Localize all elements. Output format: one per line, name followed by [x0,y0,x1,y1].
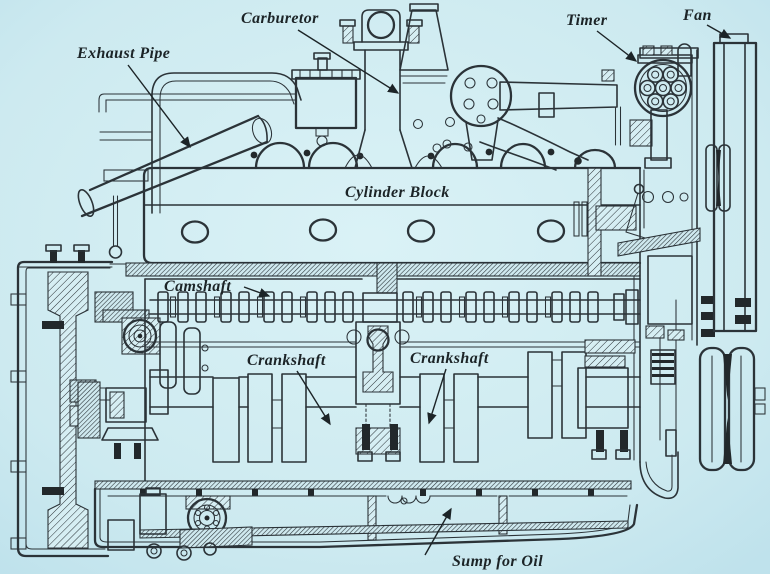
label-camshaft: Camshaft [164,278,231,295]
carburetor-assembly [291,3,473,169]
hot-spot-flange [449,64,513,128]
labels: Exhaust Pipe Carburetor Timer Fan Cylind… [76,7,732,570]
label-timer: Timer [566,12,608,29]
valve-spring [650,349,676,385]
engine-arm [617,227,701,257]
label-fan: Fan [682,7,712,24]
pan-flange [94,480,632,490]
exhaust-pipe [77,114,273,218]
label-timer-arrow [596,30,638,62]
radiator-core [712,41,758,333]
drain-fittings [107,519,217,561]
timer-face [633,58,693,118]
label-cylinder-block: Cylinder Block [345,184,450,201]
fan-pulley [705,144,731,212]
timing-gear-train [77,291,209,459]
label-fan-arrow [706,24,732,39]
flywheel [47,271,89,549]
crankshaft-assembly [144,292,641,463]
center-main-bearing [346,292,410,462]
label-sump-for-oil-arrow [424,507,452,556]
label-sump-for-oil: Sump for Oil [452,553,543,570]
camshaft-assembly [149,289,641,325]
float-bowl [291,52,452,149]
label-carburetor-arrow [297,29,400,94]
oil-sump [93,480,639,561]
crank-pulley [698,346,766,472]
label-crankshaft-2-arrow [427,368,447,425]
fan-radiator [705,33,758,333]
label-crankshaft-1: Crankshaft [247,352,326,369]
front-main-bearing [577,339,636,460]
label-crankshaft-1-arrow [296,370,331,426]
label-carburetor: Carburetor [241,10,319,27]
cylinder-block-assembly [103,166,642,483]
pan-bottom-band [139,520,629,539]
label-camshaft-arrow [243,286,271,298]
label-exhaust-pipe: Exhaust Pipe [76,45,170,62]
intake-manifold [449,64,653,171]
front-gear-case [617,43,715,500]
label-crankshaft-2: Crankshaft [410,350,489,367]
manifold-clamp [339,9,423,51]
housing-bolts [45,244,90,263]
oil-pump [139,487,253,549]
label-exhaust-pipe-arrow [127,64,191,149]
